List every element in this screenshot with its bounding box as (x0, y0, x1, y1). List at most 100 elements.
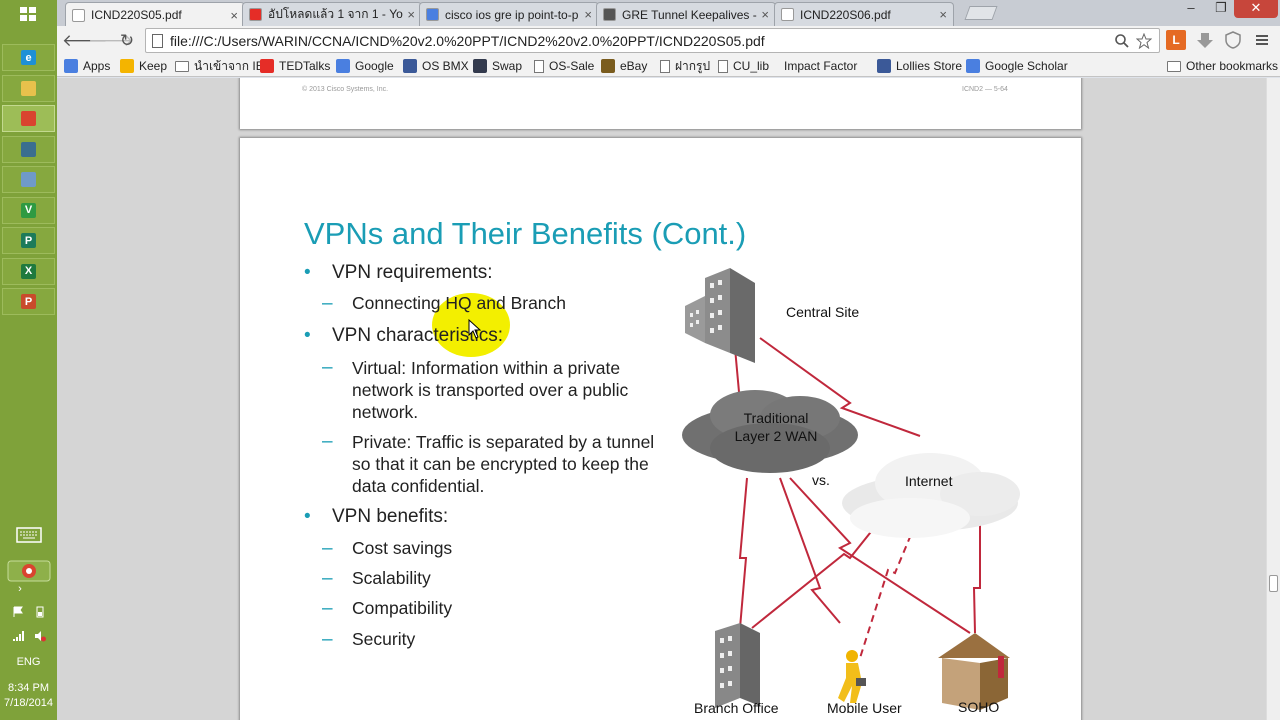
scrollbar-thumb[interactable] (1269, 575, 1278, 592)
tab-favicon-icon (603, 8, 616, 21)
taskbar-app[interactable]: X (2, 257, 55, 285)
label-branch-office: Branch Office (694, 700, 779, 716)
bookmark-item[interactable]: Keep (120, 58, 167, 74)
bookmark-label: Impact Factor (784, 59, 858, 73)
bullet-text: VPN requirements: (332, 262, 493, 283)
bullet-marker: • (304, 325, 311, 346)
tab-close-icon[interactable]: × (939, 7, 947, 22)
reload-button[interactable]: ↻ (119, 31, 135, 50)
restore-button[interactable]: ❐ (1215, 0, 1227, 15)
bookmark-item[interactable]: Google Scholar (966, 58, 1068, 74)
taskbar-app[interactable]: V (2, 196, 55, 224)
minimize-button[interactable]: – (1187, 0, 1195, 15)
bookmark-item[interactable]: OS BMX (403, 58, 469, 74)
tab-close-icon[interactable]: × (584, 7, 592, 22)
chrome-window: ICND220S05.pdf×อัปโหลดแล้ว 1 จาก 1 - You… (57, 0, 1280, 720)
tab-favicon-icon (72, 8, 85, 22)
bookmark-item[interactable]: Impact Factor (784, 58, 857, 74)
tab-title: ICND220S06.pdf (800, 7, 891, 22)
action-center-flag-icon[interactable] (12, 606, 24, 618)
taskbar-app[interactable] (2, 135, 55, 163)
show-hidden-icons-icon[interactable]: › (18, 583, 22, 595)
vpn-network-diagram (682, 268, 1020, 710)
close-window-button[interactable]: ✕ (1234, 0, 1278, 18)
bullet-marker: – (322, 293, 333, 314)
chrome-icon (21, 111, 36, 126)
tab-close-icon[interactable]: × (407, 7, 415, 22)
tab-close-icon[interactable]: × (761, 7, 769, 22)
tab-favicon-icon (781, 8, 794, 21)
tab[interactable]: ICND220S05.pdf× (65, 2, 245, 27)
soho-house-icon (938, 633, 1010, 710)
new-tab-button[interactable] (964, 6, 998, 20)
bookmark-label: Google (355, 59, 394, 73)
bookmark-label: Swap (492, 59, 523, 73)
bookmark-label: CU_lib (733, 59, 770, 73)
bookmark-item[interactable]: eBay (601, 58, 647, 74)
network-signal-icon[interactable] (12, 630, 24, 642)
taskbar-app[interactable] (2, 166, 55, 193)
apps-grid-icon (64, 59, 78, 73)
address-url[interactable]: file:///C:/Users/WARIN/CCNA/ICND%20v2.0%… (170, 33, 765, 49)
clock-date[interactable]: 7/18/2014 (4, 697, 53, 709)
bullet-marker: • (304, 262, 311, 283)
touch-keyboard-icon[interactable] (0, 527, 57, 546)
chrome-tray-icon[interactable] (0, 560, 57, 585)
bookmark-item[interactable]: CU_lib (718, 58, 769, 74)
bookmark-item[interactable]: Apps (64, 58, 110, 74)
windows-start-icon[interactable] (14, 5, 42, 23)
forward-button[interactable]: 🡒 (88, 31, 134, 50)
label-vs: vs. (812, 472, 830, 488)
shield-extension-icon[interactable] (1223, 30, 1243, 50)
taskbar-app[interactable]: e (2, 44, 55, 71)
tab[interactable]: cisco ios gre ip point-to-p× (419, 2, 599, 26)
input-language[interactable]: ENG (16, 656, 41, 668)
bookmark-label: Google Scholar (985, 59, 1068, 73)
label-mobile-user: Mobile User (827, 700, 902, 716)
taskbar-app[interactable] (2, 74, 55, 102)
bookmark-label: Lollies Store (896, 59, 963, 73)
tab-title: อัปโหลดแล้ว 1 จาก 1 - YouTube (268, 7, 403, 21)
bullet-text: VPN benefits: (332, 506, 449, 527)
bullet-marker: – (322, 629, 333, 650)
taskbar-app[interactable]: P (2, 288, 55, 315)
clock-time[interactable]: 8:34 PM (8, 682, 49, 694)
bullet-text: Virtual: Information within a private ne… (352, 358, 629, 422)
back-button[interactable]: 🡐 (62, 31, 108, 50)
bookmark-label: Keep (139, 59, 168, 73)
bookmark-favicon-icon (966, 59, 980, 73)
bookmark-item[interactable]: Lollies Store (877, 58, 962, 74)
bookmark-item[interactable]: TEDTalks (260, 58, 330, 74)
vertical-scrollbar[interactable] (1266, 78, 1280, 720)
extension-office-icon[interactable]: L (1166, 30, 1186, 50)
bookmark-label: eBay (620, 59, 648, 73)
bookmark-favicon-icon (877, 59, 891, 73)
tab[interactable]: GRE Tunnel Keepalives - C× (596, 2, 776, 26)
bookmark-item[interactable]: OS-Sale (534, 58, 594, 74)
bullet-marker: – (322, 431, 333, 452)
bookmark-label: TEDTalks (279, 59, 331, 73)
bookmark-item[interactable]: Swap (473, 58, 522, 74)
download-extension-icon[interactable] (1195, 30, 1215, 50)
volume-muted-icon[interactable] (34, 630, 46, 642)
taskbar-app[interactable] (2, 105, 55, 132)
tab[interactable]: อัปโหลดแล้ว 1 จาก 1 - YouTube × (242, 2, 422, 26)
page-icon (534, 59, 544, 73)
bookmark-star-icon[interactable] (1136, 33, 1152, 49)
search-icon[interactable] (1114, 33, 1130, 49)
pdf-viewer[interactable]: © 2013 Cisco Systems, Inc. ICND2 — 5-64 … (57, 78, 1280, 720)
address-bar[interactable]: file:///C:/Users/WARIN/CCNA/ICND%20v2.0%… (145, 28, 1160, 53)
taskbar-app[interactable]: P (2, 227, 55, 254)
excel-icon: X (21, 263, 36, 279)
power-battery-icon[interactable] (34, 606, 46, 618)
bookmark-item[interactable]: Other bookmarks (1167, 58, 1278, 74)
bookmark-item[interactable]: นำเข้าจาก IE (175, 58, 264, 74)
bookmark-item[interactable]: Google (336, 58, 394, 74)
tab[interactable]: ICND220S06.pdf × (774, 2, 954, 26)
slide-title: VPNs and Their Benefits (Cont.) (304, 216, 747, 251)
tab-close-icon[interactable]: × (230, 7, 238, 23)
chrome-menu-icon[interactable] (1252, 30, 1272, 50)
bookmark-label: Other bookmarks (1186, 59, 1279, 73)
bookmark-item[interactable]: ฝากรูป (660, 58, 710, 74)
label-central-site: Central Site (786, 304, 860, 320)
